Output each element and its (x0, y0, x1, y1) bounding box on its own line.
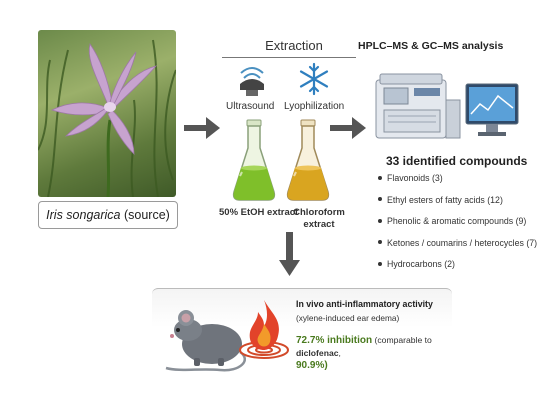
lab-instrument-icon (370, 70, 522, 149)
inhibition-comparison: (comparable to (372, 335, 432, 345)
snowflake-icon (298, 62, 330, 101)
extract-label-chloroform-line2: extract (303, 219, 335, 230)
source-caption: Iris songarica (source) (38, 201, 178, 229)
arrow-extraction-to-analysis (330, 125, 354, 131)
extract-label-chloroform: Chloroform extract (289, 207, 349, 231)
compounds-title: 33 identified compounds (386, 154, 528, 168)
extraction-title: Extraction (265, 38, 323, 53)
bullet-icon (378, 261, 382, 266)
extract-label-chloroform-line1: Chloroform (293, 207, 345, 218)
bullet-icon (378, 218, 382, 223)
source-label: (source) (123, 208, 170, 222)
in-vivo-result: 72.7% inhibition (comparable to diclofen… (296, 334, 456, 372)
mouse-icon (160, 292, 250, 381)
reference-value: 90.9%) (296, 360, 328, 371)
bullet-icon (378, 197, 382, 202)
inflammation-flame-icon (238, 296, 292, 367)
extraction-underline (222, 57, 356, 58)
compounds-list: Flavonoids (3) Ethyl esters of fatty aci… (378, 173, 537, 281)
method-label-lyophilization: Lyophilization (284, 101, 345, 112)
flask-ethanol-icon (230, 118, 278, 207)
source-plant-photo (38, 30, 176, 197)
ultrasound-probe-icon (232, 64, 272, 105)
flask-chloroform-icon (284, 118, 332, 207)
list-item: Phenolic & aromatic compounds (9) (378, 216, 537, 238)
list-item: Flavonoids (3) (378, 173, 537, 195)
extract-label-ethanol: 50% EtOH extract (219, 207, 299, 218)
reference-drug: diclofenac (296, 348, 339, 358)
in-vivo-title: In vivo anti-inflammatory activity (296, 299, 433, 309)
arrow-source-to-extraction (184, 125, 208, 131)
reference-drug-comma: , (338, 348, 341, 358)
in-vivo-subtitle: (xylene-induced ear edema) (296, 313, 400, 323)
inhibition-value: 72.7% inhibition (296, 335, 373, 346)
arrow-extraction-to-invivo (286, 232, 293, 262)
species-name: Iris songarica (46, 208, 121, 222)
list-item: Ketones / coumarins / heterocycles (7) (378, 238, 537, 260)
bullet-icon (378, 240, 382, 245)
analysis-title: HPLC–MS & GC–MS analysis (358, 40, 504, 52)
method-label-ultrasound: Ultrasound (226, 101, 275, 112)
bullet-icon (378, 175, 382, 180)
list-item: Hydrocarbons (2) (378, 259, 537, 281)
list-item: Ethyl esters of fatty acids (12) (378, 195, 537, 217)
